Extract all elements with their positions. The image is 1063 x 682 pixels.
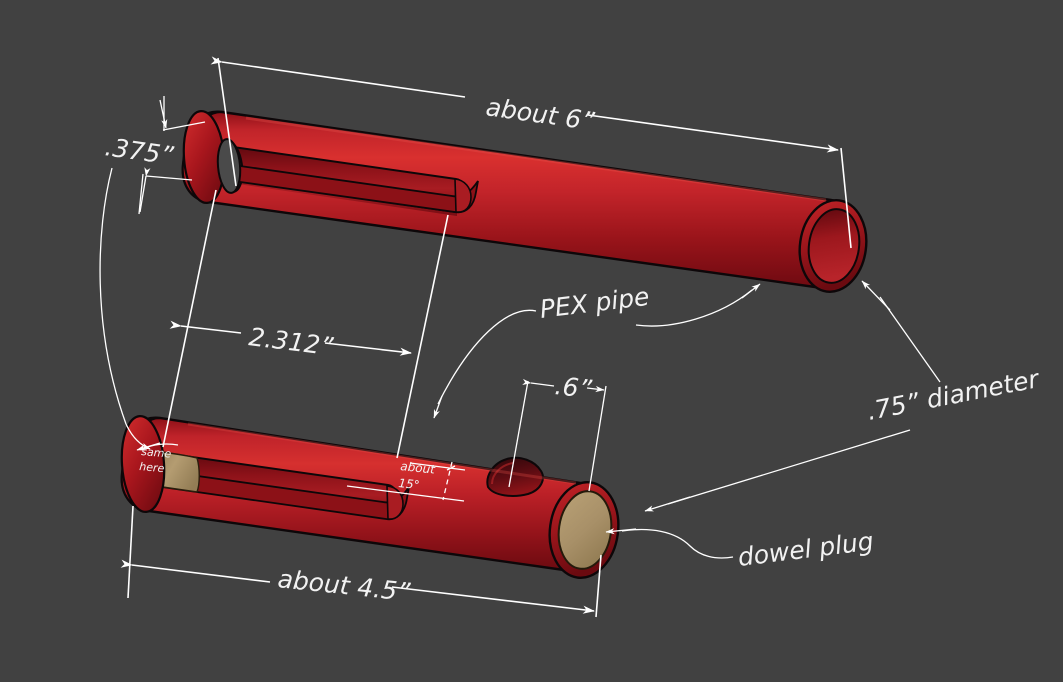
- same-here-leader-arrow: [136, 442, 161, 451]
- callout-pex-pipe[interactable]: PEX pipe: [433, 282, 761, 419]
- pex-leader-right-arrow: [741, 283, 761, 299]
- angle-tick: [446, 465, 456, 471]
- dowel-leader-arrow: [605, 528, 637, 535]
- diameter-leader-top-arrow: [861, 280, 891, 311]
- callout-dowel-plug[interactable]: dowel plug: [605, 527, 875, 572]
- diameter-leader-bottom: [667, 429, 911, 505]
- pex-leader-left: [437, 309, 537, 405]
- note-label-same: same: [141, 445, 172, 461]
- top-pipe-body: [181, 110, 866, 290]
- callout-label-dowel-plug: dowel plug: [736, 527, 875, 572]
- dim-375-curve-leader: [99, 167, 127, 425]
- dim-6-ext-left: [508, 380, 529, 488]
- dim-375-upper-arrow: [159, 99, 168, 129]
- dim-label-notch-width: .6”: [553, 371, 594, 404]
- dim-375-upper-leader: [162, 121, 206, 131]
- dim-45-ext-right: [595, 554, 602, 618]
- dim-line-6-right: [587, 114, 839, 153]
- top-pipe[interactable]: [181, 109, 872, 296]
- dim-2312-line-right: [324, 342, 412, 356]
- pex-leader-right: [635, 289, 753, 327]
- note-label-about: about: [400, 459, 437, 477]
- note-label-15deg: 15°: [398, 476, 421, 492]
- note-angle[interactable]: about 15°: [346, 459, 466, 502]
- bottom-pipe-slot-end-wall: [386, 485, 404, 520]
- dim-6-ext-right: [588, 385, 607, 492]
- dim-label-wall-thickness: .375”: [103, 132, 176, 170]
- dim-6-line-left: [522, 378, 555, 387]
- top-pipe-slot-end-wall: [454, 178, 472, 213]
- dim-label-length-bottom: about 4.5”: [276, 564, 412, 607]
- angle-lower-line: [346, 485, 465, 502]
- dim-375-lower-ext: [138, 173, 144, 215]
- dim-label-length-top: about 6”: [484, 92, 597, 136]
- dim-ext-right-top: [840, 147, 852, 249]
- dim-45-line-right: [391, 586, 595, 614]
- pex-leader-left-arrow: [433, 395, 443, 419]
- dim-label-slot-offset: 2.312”: [247, 322, 335, 361]
- callout-label-pex-pipe: PEX pipe: [538, 282, 651, 324]
- dim-line-6-left: [210, 56, 466, 98]
- top-pipe-highlight: [245, 116, 827, 202]
- diameter-leader-top: [879, 296, 941, 383]
- dim-375-lower-leader: [145, 175, 193, 181]
- dim-ext-left-top: [217, 57, 237, 187]
- note-same-here[interactable]: same here: [136, 442, 179, 475]
- dim-6-line-right: [586, 385, 605, 393]
- dim-375-lower-arrow: [139, 167, 151, 213]
- top-pipe-right-bore: [807, 208, 861, 284]
- bottom-pipe-notch-lip: [491, 462, 514, 485]
- dim-45-line-left: [120, 559, 271, 583]
- bottom-pipe[interactable]: [119, 414, 625, 583]
- dim-notch-width[interactable]: .6”: [508, 371, 607, 492]
- dim-2312-ext-right: [396, 214, 449, 459]
- note-label-here: here: [139, 460, 165, 475]
- dim-375-curve-arrow: [125, 423, 151, 450]
- dim-45-ext-left: [127, 505, 134, 599]
- bottom-pipe-left-cap-face: [120, 414, 166, 514]
- diameter-leader-bottom-arrow: [644, 496, 691, 512]
- angle-upper-line: [409, 462, 466, 471]
- dowel-leader: [621, 528, 734, 559]
- callout-label-diameter: .75” diameter: [865, 364, 1043, 426]
- dim-2312-line-left: [169, 320, 242, 334]
- dim-2312-ext-left: [162, 189, 217, 448]
- angle-dashed-ref: [442, 461, 453, 501]
